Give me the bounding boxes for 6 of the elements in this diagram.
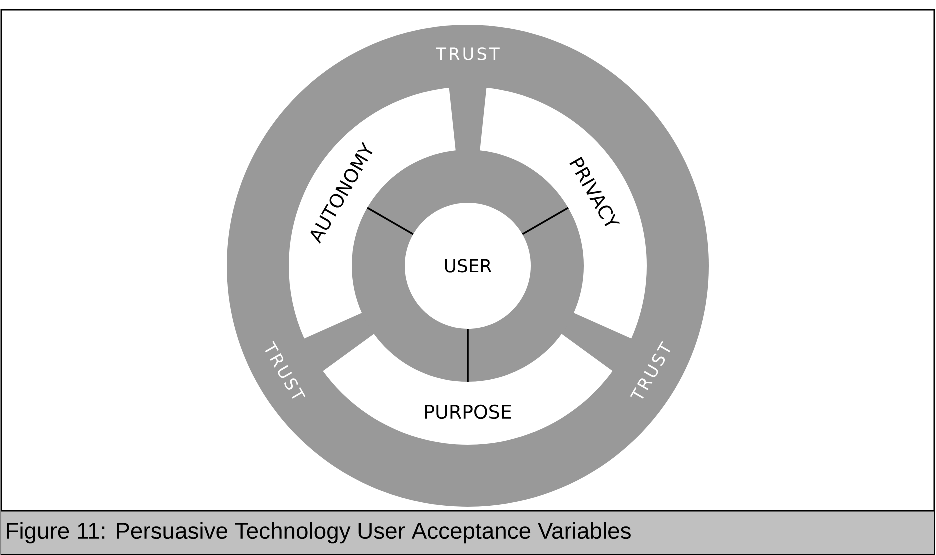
connector-line [467, 329, 469, 382]
caption-bar: Figure 11: Persuasive Technology User Acceptance Variables [2, 510, 934, 554]
ring-label: TRUST [436, 48, 500, 60]
connector-line [367, 207, 414, 236]
ring-segment: PURPOSE [323, 334, 613, 445]
connector-line [522, 207, 569, 236]
